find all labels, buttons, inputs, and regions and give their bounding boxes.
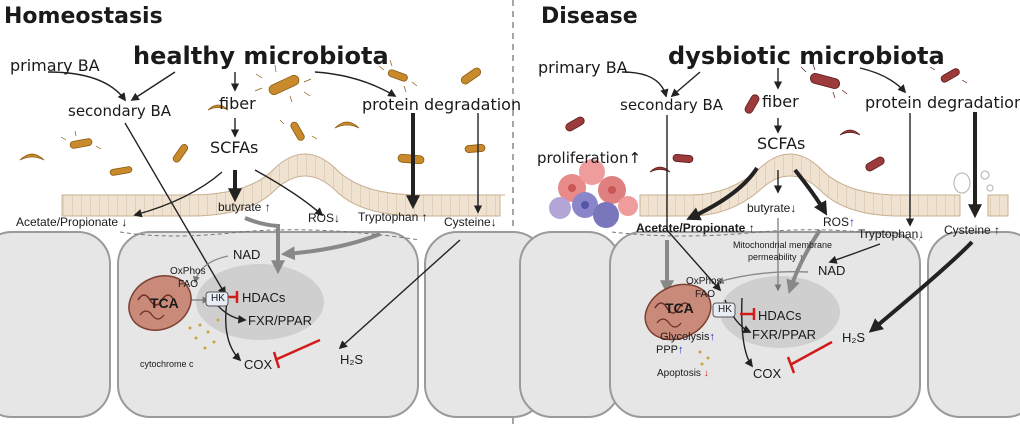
right-dysbiotic-bacteria [565, 68, 960, 173]
right-arrow-scfa-to-acetate [686, 166, 759, 221]
left-protein-degradation: protein degradation [362, 95, 522, 114]
right-ppp: PPP↑ [656, 344, 684, 356]
right-oxphos: OxPhos [686, 276, 722, 287]
right-inhibit-cox [786, 340, 833, 374]
left-oxphos: OxPhos [170, 266, 206, 277]
right-glycolysis: Glycolysis↑ [660, 331, 716, 343]
right-scfas: SCFAs [757, 134, 806, 153]
right-mito-perm-2: permeability ↑ [748, 252, 804, 262]
right-acetate: Acetate/Propionate ↑ [636, 221, 755, 235]
left-cytochrome-dots [188, 318, 220, 350]
right-tryptophan: Tryptophan↓ [858, 227, 925, 241]
left-secondary-ba: secondary BA [68, 102, 172, 120]
right-arrow-microbiota-to-protein [859, 67, 907, 94]
right-arrow-cysteine-to-h2s [868, 240, 974, 333]
right-protein-degradation: protein degradation [865, 93, 1020, 112]
right-mitochondrion [644, 283, 736, 341]
right-arrow-cox [741, 297, 754, 368]
right-cox: COX [753, 366, 782, 381]
right-fao: FAO [695, 289, 716, 300]
right-butyrate: butyrate↓ [747, 201, 797, 215]
right-arrow-secondary-to-cell [666, 115, 722, 292]
left-cox: COX [244, 357, 273, 372]
right-arrow-scfa-to-ros [793, 168, 828, 216]
right-cells [519, 231, 1020, 418]
left-cytochrome: cytochrome c [140, 359, 194, 369]
right-fxr: FXR/PPAR [752, 327, 817, 342]
left-microbiota-label: healthy microbiota [133, 42, 389, 70]
left-nucleus [196, 264, 324, 340]
right-cytochrome-dots [698, 350, 710, 366]
right-hdacs: HDACs [758, 308, 802, 323]
left-hdacs: HDACs [242, 290, 286, 305]
right-mito-perm-1: Mitochondrial membrane [733, 240, 833, 250]
left-cysteine: Cysteine↓ [444, 215, 497, 229]
left-nad: NAD [233, 247, 261, 262]
left-arrow-secondary-to-hdac [124, 122, 226, 296]
left-acetate: Acetate/Propionate ↓ [16, 215, 128, 229]
right-epithelium [639, 153, 961, 217]
left-arrow-nad-to-oxphos [192, 255, 229, 284]
right-secondary-ba: secondary BA [620, 96, 724, 114]
right-nad: NAD [818, 263, 846, 278]
right-h2s: H₂S [842, 330, 866, 345]
left-title: Homeostasis [4, 4, 163, 29]
right-arrow-primary-to-secondary [621, 71, 669, 98]
right-arrow-tryptophan-to-nad [828, 243, 881, 264]
right-arrow-ros-to-hdac [786, 228, 822, 294]
right-inhibit-hdac [740, 308, 756, 320]
right-ros: ROS↑ [823, 215, 856, 229]
left-epithelium [61, 153, 501, 217]
left-fiber: fiber [219, 94, 256, 113]
left-hk: HK [211, 293, 225, 304]
left-tryptophan: Tryptophan ↑ [358, 210, 428, 224]
left-mitochondrion [128, 275, 229, 331]
right-apoptosis: Apoptosis ↓ [657, 368, 709, 379]
right-cysteine: Cysteine ↑ [944, 223, 1001, 237]
right-arrow-microbiota-to-secondary [670, 71, 701, 98]
left-fao: FAO [178, 279, 199, 290]
left-arrow-scfa-to-ros [254, 169, 324, 217]
right-fiber: fiber [762, 92, 799, 111]
right-microbiota-label: dysbiotic microbiota [668, 42, 945, 70]
left-arrow-butyrate-to-nad [244, 216, 285, 275]
left-primary-ba: primary BA [10, 56, 100, 75]
left-h2s: H₂S [340, 352, 364, 367]
left-arrow-primary-to-secondary [47, 71, 126, 102]
left-arrow-cysteine-to-h2s [338, 239, 461, 350]
tumor-cluster [549, 159, 638, 228]
left-arrow-scfa-to-acetate [133, 171, 223, 218]
left-arrow-microbiota-to-protein [314, 71, 397, 97]
left-ros: ROS↓ [308, 211, 341, 225]
right-proliferation: proliferation↑ [537, 149, 642, 167]
left-arrow-tryptophan-to-nad [280, 232, 381, 261]
left-fxr: FXR/PPAR [248, 313, 313, 328]
right-arrow-nad-to-oxphos [716, 271, 809, 284]
left-healthy-bacteria [19, 67, 486, 176]
right-tca: TCA [665, 300, 694, 316]
left-butyrate: butyrate ↑ [218, 200, 271, 214]
left-inhibit-cox [272, 338, 321, 369]
right-hk: HK [718, 304, 732, 315]
right-primary-ba: primary BA [538, 58, 628, 77]
left-scfas: SCFAs [210, 138, 259, 157]
left-tca: TCA [150, 295, 179, 311]
left-arrow-microbiota-to-secondary [130, 71, 176, 101]
right-title: Disease [541, 4, 638, 29]
